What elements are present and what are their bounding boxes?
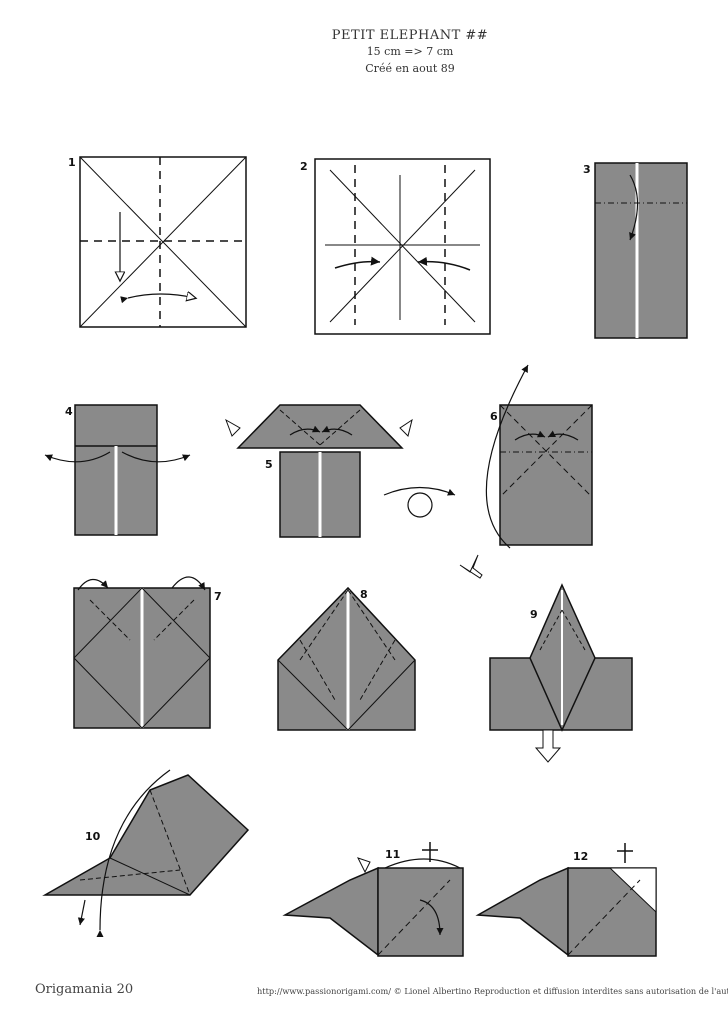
step-number-8: 8 xyxy=(360,588,368,601)
step-9-diagram xyxy=(489,583,633,763)
footer-copyright: http://www.passionorigami.com/ © Lionel … xyxy=(257,986,728,996)
step-4-diagram xyxy=(44,404,191,536)
step-1-diagram xyxy=(79,156,247,328)
step-5-diagram xyxy=(225,404,456,538)
step-10-diagram xyxy=(42,769,250,938)
step-number-10: 10 xyxy=(85,830,101,843)
step-number-9: 9 xyxy=(530,608,538,621)
step-number-1: 1 xyxy=(68,156,76,169)
step-12-diagram xyxy=(475,843,657,957)
step-number-11: 11 xyxy=(385,848,401,861)
step-number-2: 2 xyxy=(300,160,308,173)
step-8-diagram xyxy=(277,586,416,731)
step-2-diagram xyxy=(314,158,491,335)
step-6-diagram xyxy=(459,364,593,579)
creation-date: Créé en aout 89 xyxy=(365,62,455,75)
step-number-12: 12 xyxy=(573,850,589,863)
step-number-6: 6 xyxy=(490,410,498,423)
paper-size-note: 15 cm => 7 cm xyxy=(366,45,454,58)
step-3-diagram xyxy=(594,162,688,339)
step-number-3: 3 xyxy=(583,163,591,176)
step-11-diagram xyxy=(282,842,464,957)
step-number-4: 4 xyxy=(65,405,73,418)
footer-publication: Origamania 20 xyxy=(35,982,134,997)
step-7-diagram xyxy=(73,576,211,729)
diagram-title: PETIT ELEPHANT ## xyxy=(331,28,489,43)
step-number-7: 7 xyxy=(214,590,222,603)
step-number-5: 5 xyxy=(265,458,273,471)
